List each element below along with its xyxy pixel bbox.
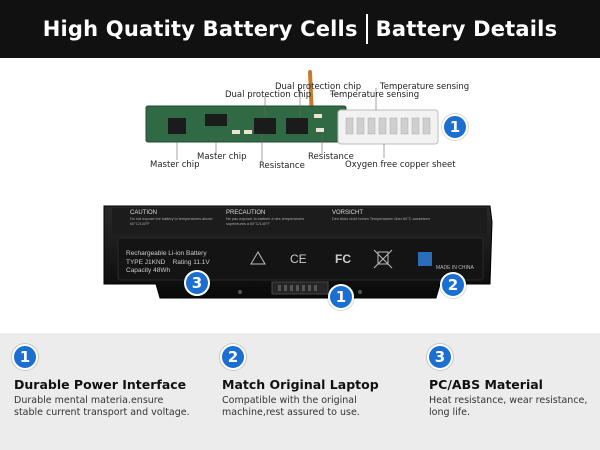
pcb-illustration: Dual protection chip Temperature sensing… (0, 58, 600, 200)
feature-1: 1 Durable Power Interface Durable mental… (0, 333, 200, 450)
badge-battery-1: 1 (328, 284, 354, 310)
pcb-graphic (145, 70, 439, 162)
caution-title: CAUTION (130, 210, 157, 216)
label-resistance-right: Resistance (308, 152, 354, 162)
label-temp-sensing-top: Temperature sensing (380, 82, 470, 92)
label-master-chip-left: Master chip (150, 160, 200, 170)
feature-1-badge: 1 (12, 344, 38, 370)
label-master-chip-right: Master chip (197, 152, 247, 162)
header-banner: High Quatity Battery Cells Battery Detai… (0, 0, 600, 58)
fc-mark: FC (335, 252, 351, 266)
battery-label-line3: Capacity 48Wh (126, 267, 171, 274)
label-dual-chip-left: Dual protection chip (225, 90, 312, 100)
label-dual-chip-top: Dual protection chip (275, 82, 362, 92)
feature-3-title: PC/ABS Material (429, 377, 543, 392)
vorsicht-text: Den Akku nicht hohen Temperaturen über 6… (332, 217, 430, 221)
precaution-text: Ne pas exposer la batterie à des tempéra… (226, 217, 305, 226)
feature-1-desc: Durable mental materia.ensure stable cur… (14, 395, 190, 418)
ce-mark: CE (290, 252, 307, 266)
caution-text: Do not expose the battery to temperature… (130, 217, 213, 226)
battery-label-line2: TYPE J1KND Rating 11.1V (126, 259, 210, 266)
feature-2: 2 Match Original Laptop Compatible with … (208, 333, 408, 450)
vorsicht-title: VORSICHT (332, 210, 364, 216)
header-title-left: High Quatity Battery Cells (42, 17, 358, 41)
badge-battery-3: 3 (184, 270, 210, 296)
feature-3-badge: 3 (427, 344, 453, 370)
precaution-title: PRECAUTION (226, 210, 266, 216)
label-copper-sheet: Oxygen free copper sheet (345, 160, 456, 170)
badge-battery-2: 2 (440, 272, 466, 298)
battery-illustration: CAUTION Do not expose the battery to tem… (0, 200, 600, 320)
label-resistance-left: Resistance (259, 161, 305, 171)
header-title-right: Battery Details (375, 17, 558, 41)
feature-3-desc: Heat resistance, wear resistance, long l… (429, 395, 588, 418)
made-in-label: MADE IN CHINA (436, 265, 474, 271)
feature-2-title: Match Original Laptop (222, 377, 379, 392)
feature-3: 3 PC/ABS Material Heat resistance, wear … (415, 333, 600, 450)
battery-label-line1: Rechargeable Li-ion Battery (126, 250, 207, 257)
features-section: 1 Durable Power Interface Durable mental… (0, 333, 600, 450)
badge-pcb-1: 1 (442, 114, 468, 140)
feature-2-desc: Compatible with the original machine,res… (222, 395, 360, 418)
label-temp-sensing-mid: Temperature sensing (330, 90, 420, 100)
header-divider (365, 14, 368, 44)
feature-1-title: Durable Power Interface (14, 377, 187, 392)
feature-2-badge: 2 (220, 344, 246, 370)
